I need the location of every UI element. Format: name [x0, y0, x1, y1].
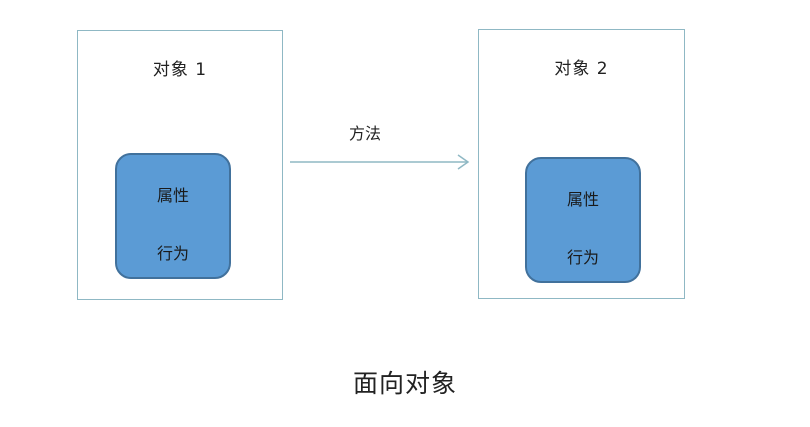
object-2-behavior-label: 行为 [566, 248, 599, 267]
object-box-2: 对象 2 属性 行为 [478, 29, 685, 299]
object-box-1: 对象 1 属性 行为 [77, 30, 283, 300]
object-title-2: 对象 2 [554, 59, 609, 79]
object-2-inner-box: 属性 行为 [525, 157, 641, 283]
method-label: 方法 [349, 124, 382, 143]
diagram-caption: 面向对象 [352, 369, 457, 398]
object-2-attribute-label: 属性 [566, 190, 599, 209]
object-1-inner-box: 属性 行为 [115, 153, 231, 279]
method-arrow [290, 154, 470, 170]
object-title-1: 对象 1 [152, 60, 208, 80]
arrow-head [457, 154, 470, 170]
object-1-attribute-label: 属性 [156, 186, 189, 205]
object-1-behavior-label: 行为 [156, 244, 189, 263]
